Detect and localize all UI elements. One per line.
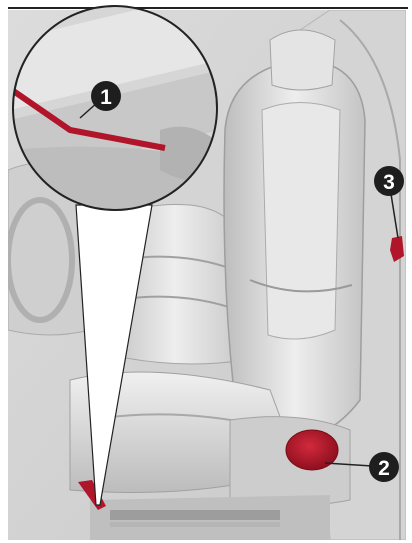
callout-3: 3 (374, 166, 404, 196)
callout-2-label: 2 (378, 457, 390, 480)
callout-1: 1 (91, 81, 121, 111)
callout-3-label: 3 (383, 171, 395, 194)
callout-1-label: 1 (100, 86, 112, 109)
callout-2: 2 (369, 452, 399, 482)
